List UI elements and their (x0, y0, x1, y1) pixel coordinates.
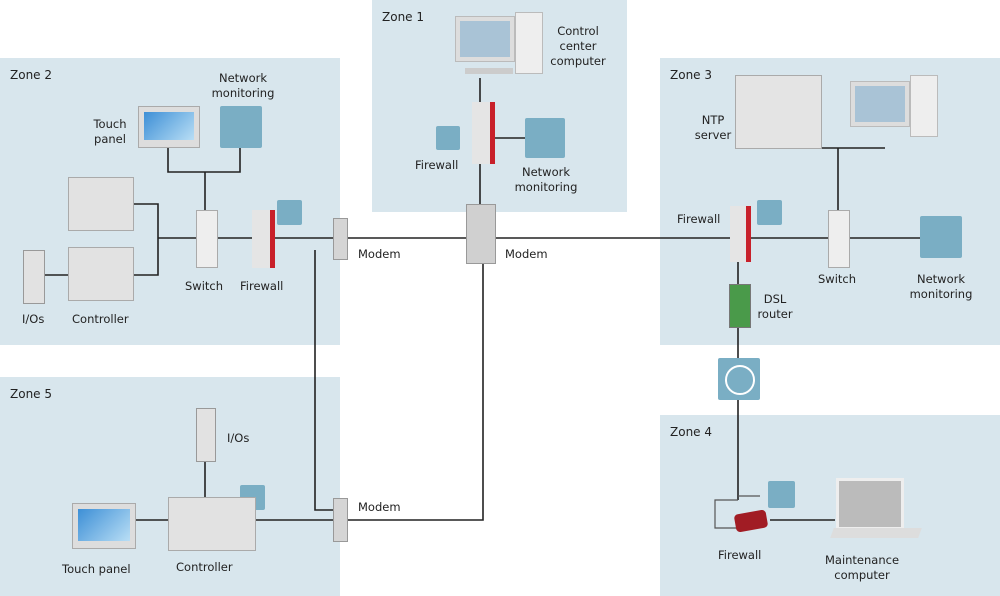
firewall-label: Firewall (240, 279, 284, 293)
controller-1 (68, 177, 134, 231)
ios-label: I/Os (22, 312, 45, 326)
firewall-icon (757, 200, 782, 225)
zone-3: Zone 3 (660, 58, 1000, 345)
control-center-computer (455, 12, 545, 76)
ntp-server-label: NTP server (694, 113, 732, 142)
switch-label: Switch (818, 272, 857, 286)
modem-zone5 (333, 498, 348, 542)
firewall-label: Firewall (718, 548, 762, 562)
ios-module (23, 250, 45, 304)
modem-label: Modem (505, 247, 548, 261)
touch-panel-zone5 (72, 503, 136, 549)
computer-zone3 (850, 75, 940, 141)
network-monitoring-icon (525, 118, 565, 158)
zone-label: Zone 4 (670, 425, 712, 439)
modem-central (466, 204, 496, 264)
control-center-label: Control center computer (550, 24, 606, 68)
network-monitoring-label: Network monitoring (514, 165, 578, 194)
switch-zone3 (828, 210, 850, 268)
controller-zone5 (168, 497, 256, 551)
ntp-server (735, 75, 822, 149)
firewall-icon (277, 200, 302, 225)
network-monitoring-icon (920, 216, 962, 258)
ios-module-zone5 (196, 408, 216, 462)
zone-5: Zone 5 (0, 377, 340, 596)
network-monitoring-label: Network monitoring (909, 272, 973, 301)
ios-label: I/Os (227, 431, 250, 445)
zone-label: Zone 3 (670, 68, 712, 82)
internet-globe-icon (718, 358, 760, 400)
zone-4: Zone 4 (660, 415, 1000, 596)
firewall-zone2 (252, 210, 275, 268)
zone-label: Zone 2 (10, 68, 52, 82)
switch-label: Switch (185, 279, 224, 293)
firewall-label: Firewall (677, 212, 721, 226)
zone-label: Zone 1 (382, 10, 424, 24)
dsl-router (729, 284, 751, 328)
dsl-router-label: DSL router (757, 292, 793, 321)
firewall-icon (436, 126, 460, 150)
zone-label: Zone 5 (10, 387, 52, 401)
modem-label: Modem (358, 247, 401, 261)
modem-zone2 (333, 218, 348, 260)
maintenance-laptop (830, 478, 922, 538)
switch-zone2 (196, 210, 218, 268)
network-monitoring-label: Network monitoring (211, 71, 275, 100)
firewall-zone1 (472, 102, 495, 164)
controller-label: Controller (72, 312, 129, 326)
controller-2 (68, 247, 134, 301)
firewall-zone3 (730, 206, 751, 262)
touch-panel (138, 106, 200, 148)
modem-label: Modem (358, 500, 401, 514)
touch-panel-label: Touch panel (62, 562, 131, 576)
network-monitoring-icon (220, 106, 262, 148)
controller-label: Controller (176, 560, 233, 574)
firewall-icon (768, 481, 795, 508)
maintenance-computer-label: Maintenance computer (824, 553, 900, 582)
touch-panel-label: Touch panel (93, 117, 127, 146)
firewall-label: Firewall (415, 158, 459, 172)
